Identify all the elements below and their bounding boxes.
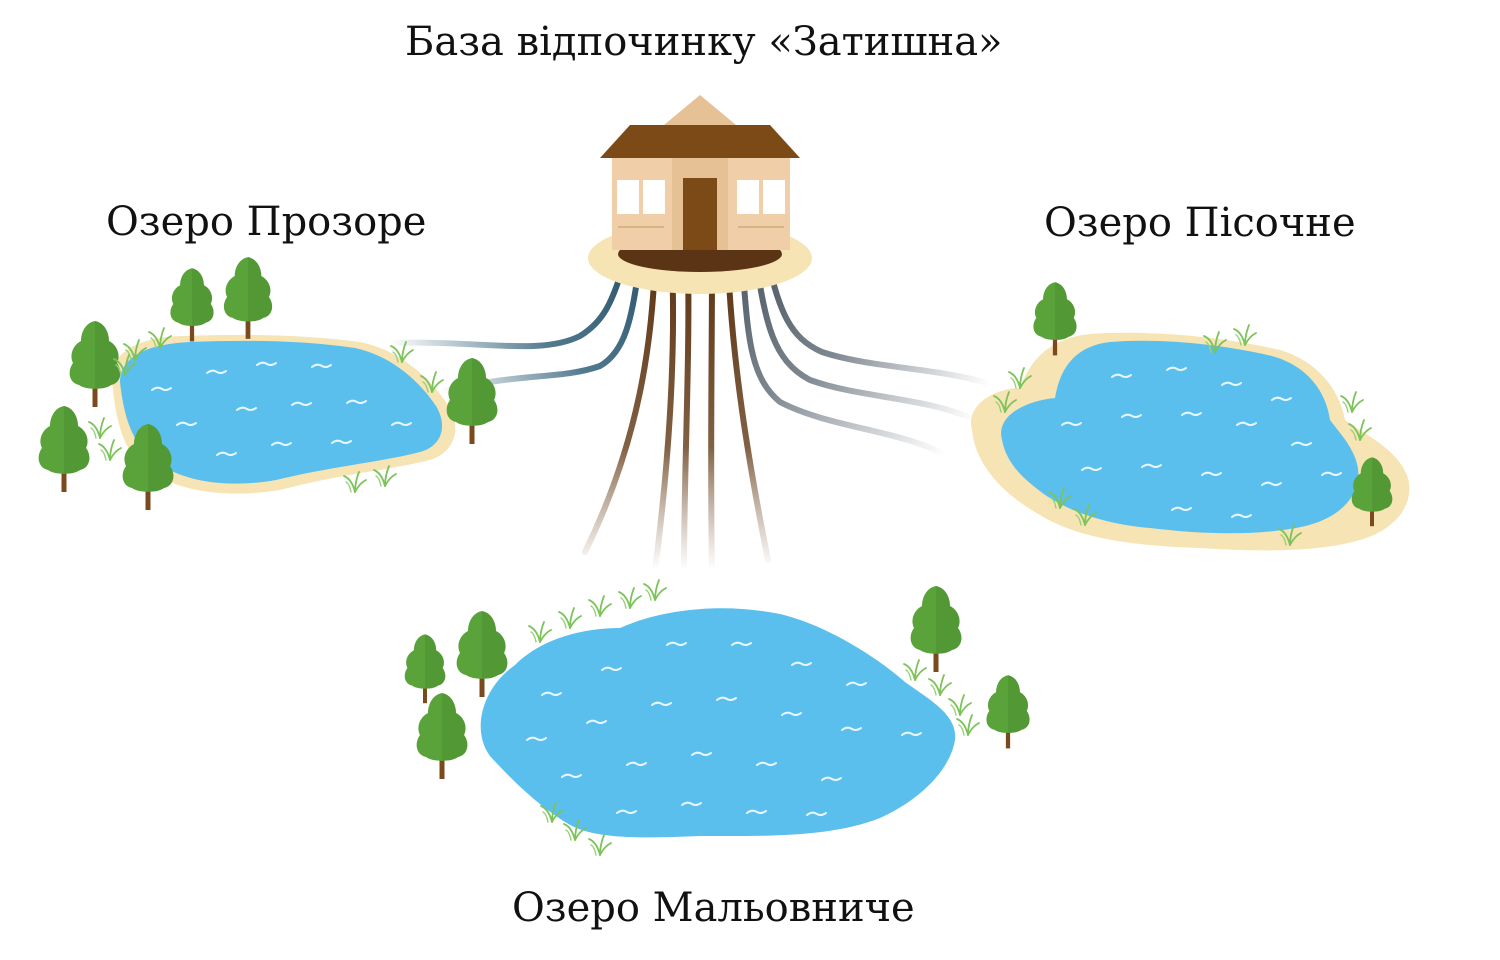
lake-malovnyche	[480, 608, 956, 838]
resort-title: База відпочинку «Затишна»	[405, 19, 1003, 65]
tree-icon	[404, 634, 446, 704]
path-to-malovnyche-2	[652, 259, 677, 573]
tree-icon	[416, 693, 468, 779]
path-to-prozore-2	[437, 259, 643, 395]
lake-prozore-label: Озеро Прозоре	[106, 199, 427, 245]
lake-pisochne	[970, 332, 1410, 551]
paths	[387, 259, 993, 573]
grass-icon	[558, 607, 582, 629]
tree-icon	[170, 268, 214, 342]
grass-icon	[928, 674, 952, 696]
grass-icon	[948, 694, 972, 716]
lake-icon	[1001, 340, 1359, 534]
grass-icon	[98, 439, 122, 461]
lake-icon	[120, 340, 443, 484]
grass-icon	[903, 659, 927, 681]
grass-icon	[643, 579, 667, 601]
tree-icon	[223, 257, 273, 339]
grass-icon	[956, 714, 980, 736]
grass-icon	[1340, 391, 1364, 413]
lake-malovnyche-label: Озеро Мальовниче	[512, 885, 915, 931]
grass-icon	[588, 834, 612, 856]
grass-icon	[618, 587, 642, 609]
lake-pisochne-label: Озеро Пісочне	[1044, 200, 1356, 246]
path-to-malovnyche-3	[681, 259, 692, 573]
house-icon	[588, 95, 812, 294]
path-to-malovnyche-4	[708, 259, 715, 573]
path-to-pisochne-2	[753, 259, 978, 423]
lake-icon	[480, 608, 956, 838]
lake-prozore	[111, 334, 456, 494]
grass-icon	[588, 595, 612, 617]
tree-icon	[986, 675, 1030, 749]
path-to-malovnyche-1	[582, 259, 658, 555]
tree-icon	[69, 321, 121, 407]
path-to-pisochne-1	[765, 259, 993, 387]
tree-icon	[38, 406, 90, 492]
grass-icon	[528, 621, 552, 643]
path-to-prozore-1	[387, 259, 628, 350]
path-to-malovnyche-5	[725, 259, 771, 563]
path-to-pisochne-3	[739, 259, 948, 458]
grass-icon	[88, 417, 112, 439]
tree-icon	[910, 586, 962, 672]
